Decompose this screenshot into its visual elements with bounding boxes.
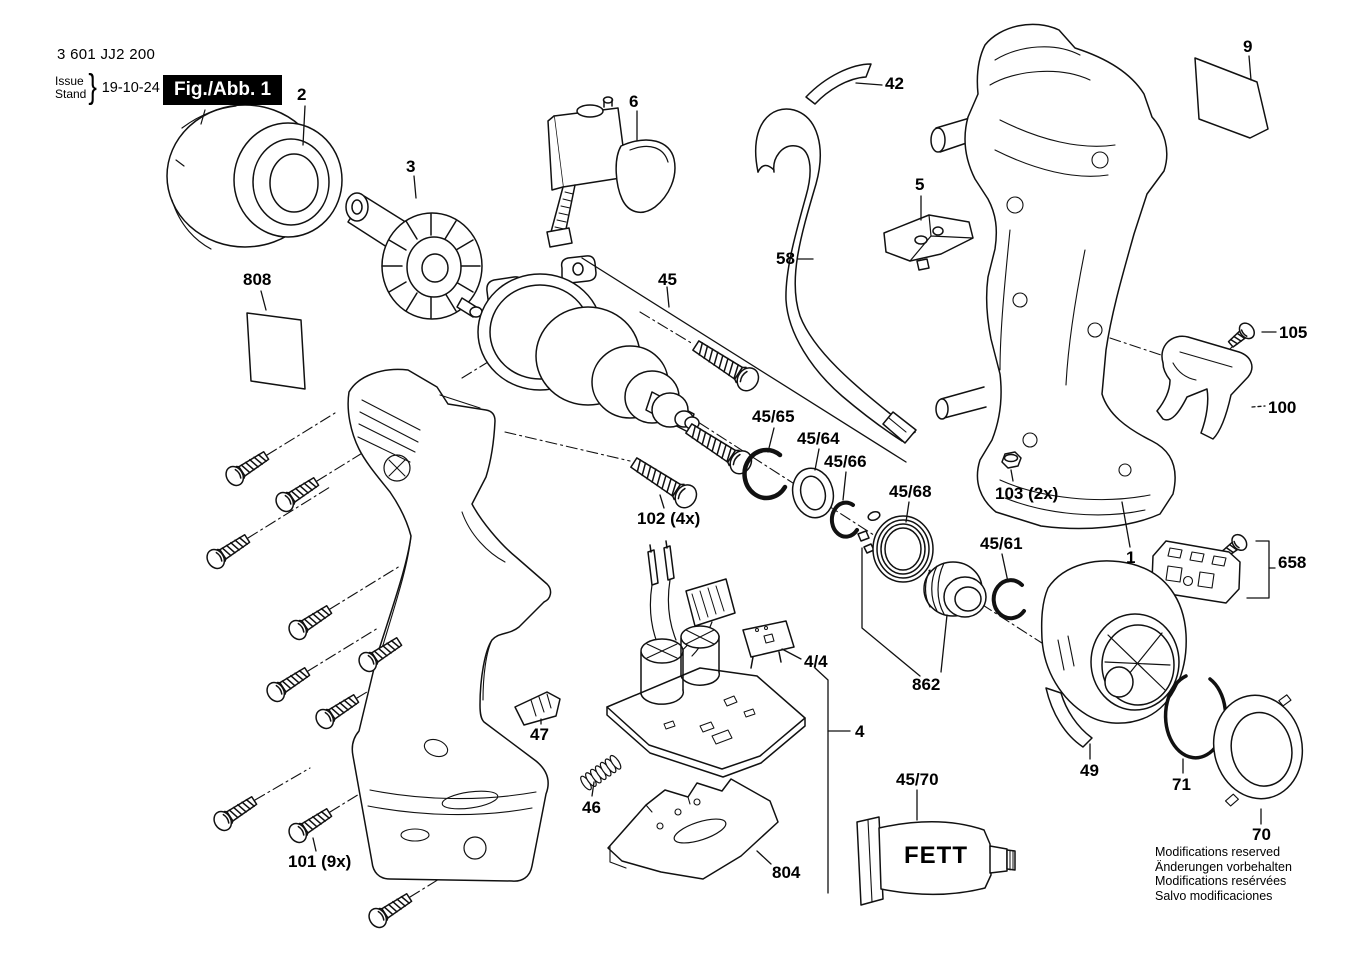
trigger-switch-drawing xyxy=(546,96,676,248)
callout-42: 42 xyxy=(885,74,904,93)
callout-71: 71 xyxy=(1172,775,1191,794)
note-line-fr: Modifications resérvées xyxy=(1155,874,1287,888)
issue-stand-block: Issue Stand } 19-10-24 xyxy=(55,68,160,107)
stator-drawing xyxy=(166,104,343,250)
button-47-drawing xyxy=(514,691,561,726)
callout-58: 58 xyxy=(776,249,795,268)
bushing-862-drawing xyxy=(923,561,987,618)
callout-45-64: 45/64 xyxy=(797,429,840,448)
hanging-strap-drawing xyxy=(754,108,917,444)
rotor-drawing xyxy=(345,192,483,320)
callout-47: 47 xyxy=(530,725,549,744)
callout-862: 862 xyxy=(912,675,941,694)
label-sticker-9-drawing xyxy=(1194,57,1269,139)
grease-tube-text: FETT xyxy=(904,842,968,869)
gearbox-assembly-drawing xyxy=(477,255,700,433)
grease-tube-drawing xyxy=(856,816,1016,906)
callout-102: 102 (4x) xyxy=(637,509,701,528)
callout-1: 1 xyxy=(1126,548,1136,567)
callout-4: 4 xyxy=(855,722,865,741)
callout-105: 105 xyxy=(1279,323,1308,342)
retaining-ring-45-61-drawing xyxy=(991,578,1026,621)
retaining-ring-71-drawing xyxy=(1163,674,1228,760)
product-code: 3 601 JJ2 200 xyxy=(57,46,156,63)
right-housing-drawing xyxy=(930,23,1176,530)
note-line-de: Änderungen vorbehalten xyxy=(1155,859,1292,874)
callout-45-65: 45/65 xyxy=(752,407,795,426)
callout-5: 5 xyxy=(915,175,925,194)
retaining-ring-45-65-drawing xyxy=(742,447,788,501)
damper-block-658-drawing xyxy=(1151,540,1241,604)
callout-45-68: 45/68 xyxy=(889,482,932,501)
seal-ring-45-64-drawing xyxy=(791,467,835,519)
callout-100: 100 xyxy=(1268,398,1297,417)
direction-slider-drawing xyxy=(883,214,974,271)
callout-4-4: 4/4 xyxy=(804,652,828,671)
callout-2: 2 xyxy=(297,85,307,104)
label-strip-42-drawing xyxy=(805,63,872,105)
spring-ring-45-68-drawing xyxy=(872,515,934,583)
base-plate-drawing xyxy=(607,778,779,880)
nut-103-drawing xyxy=(1001,451,1022,469)
screw-105-drawing xyxy=(1224,319,1259,352)
small-pcb-drawing xyxy=(742,620,795,669)
stand-label: Stand xyxy=(55,86,87,101)
leader-lines xyxy=(260,55,1277,894)
callout-103: 103 (2x) xyxy=(995,484,1059,503)
callout-45-70: 45/70 xyxy=(896,770,939,789)
callout-804: 804 xyxy=(772,863,801,882)
note-line-es: Salvo modificaciones xyxy=(1155,888,1273,903)
callout-101: 101 (9x) xyxy=(288,852,352,871)
nose-cover-drawing xyxy=(1040,560,1187,748)
ring-45-66-drawing xyxy=(829,500,859,539)
issue-brace: } xyxy=(88,68,98,106)
figure-label-box: Fig./Abb. 1 xyxy=(163,75,283,105)
callout-3: 3 xyxy=(406,157,416,176)
belt-clip-drawing xyxy=(1156,335,1253,440)
callout-70: 70 xyxy=(1252,825,1271,844)
spring-46-drawing xyxy=(580,754,622,791)
callout-49: 49 xyxy=(1080,761,1099,780)
callout-45: 45 xyxy=(658,270,677,289)
callout-808: 808 xyxy=(243,270,272,289)
issue-date: 19-10-24 xyxy=(101,79,160,96)
issue-label: Issue xyxy=(55,73,84,88)
modification-notes: Modifications reserved Änderungen vorbeh… xyxy=(1155,845,1292,903)
note-line-en: Modifications reserved xyxy=(1155,845,1281,859)
callout-9: 9 xyxy=(1243,37,1253,56)
left-housing-drawing xyxy=(347,368,552,882)
callout-6: 6 xyxy=(629,92,639,111)
callout-658: 658 xyxy=(1278,553,1307,572)
electronics-module-drawing xyxy=(606,540,806,778)
ring-70-drawing xyxy=(1212,694,1304,807)
callout-45-66: 45/66 xyxy=(824,452,867,471)
label-sticker-808-drawing xyxy=(246,312,306,390)
callout-46: 46 xyxy=(582,798,601,817)
callout-45-61: 45/61 xyxy=(980,534,1023,553)
